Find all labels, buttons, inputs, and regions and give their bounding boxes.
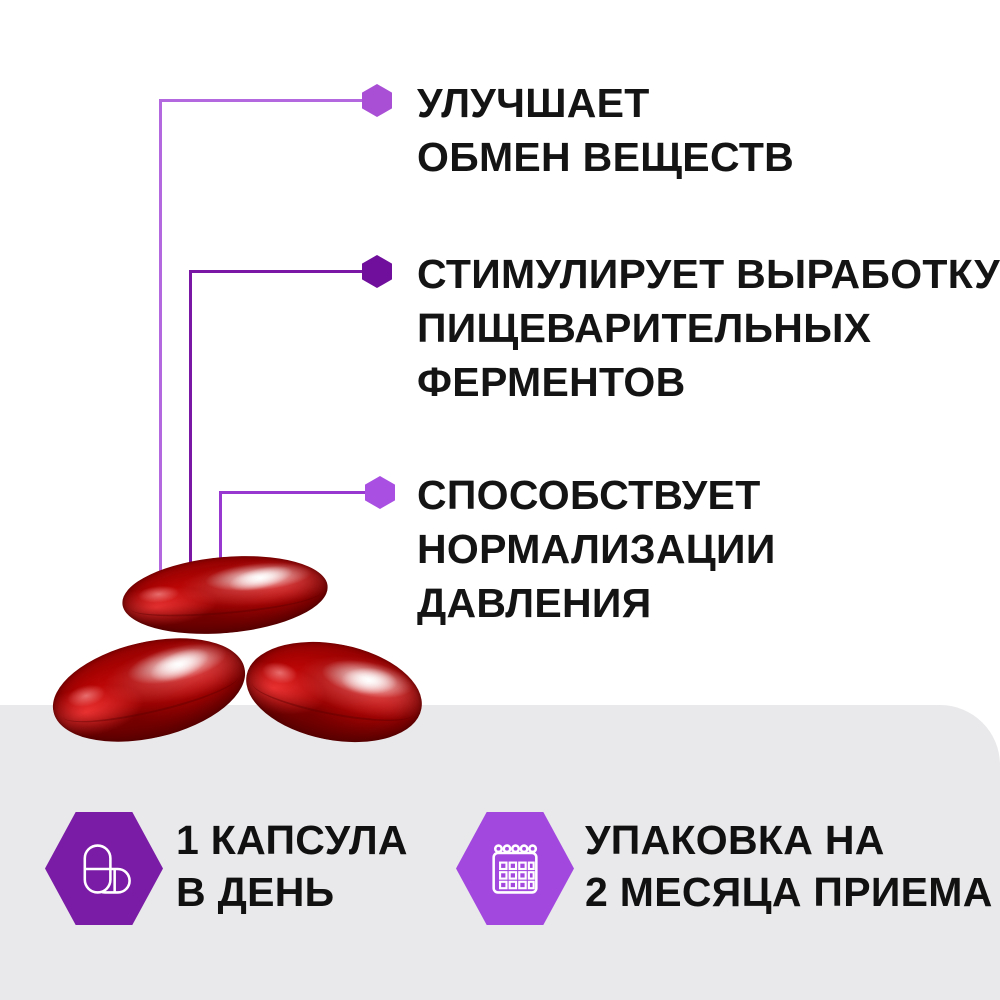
footer-1-line-2: В ДЕНЬ xyxy=(176,869,335,915)
connector-line-1-vertical xyxy=(159,99,162,577)
footer-2-line-2: 2 МЕСЯЦА ПРИЕМА xyxy=(585,869,993,915)
benefit-1-line-1: УЛУЧШАЕТ xyxy=(417,80,650,126)
benefit-1-line-2: ОБМЕН ВЕЩЕСТВ xyxy=(417,134,795,180)
benefit-2-line-3: ФЕРМЕНТОВ xyxy=(417,359,686,405)
connector-line-2-vertical xyxy=(189,270,192,568)
hexagon-bullet-icon-3 xyxy=(365,476,395,509)
benefit-3-line-3: ДАВЛЕНИЯ xyxy=(417,580,652,626)
connector-line-3-horizontal xyxy=(219,491,372,494)
benefit-2-line-1: СТИМУЛИРУЕТ ВЫРАБОТКУ xyxy=(417,251,1000,297)
connector-line-1-horizontal xyxy=(159,99,369,102)
benefit-2-line-2: ПИЩЕВАРИТЕЛЬНЫХ xyxy=(417,305,872,351)
capsule-icon xyxy=(83,843,131,894)
benefit-text-2: СТИМУЛИРУЕТ ВЫРАБОТКУ ПИЩЕВАРИТЕЛЬНЫХ ФЕ… xyxy=(417,247,1000,409)
benefit-text-1: УЛУЧШАЕТ ОБМЕН ВЕЩЕСТВ xyxy=(417,76,794,184)
hexagon-bullet-icon-2 xyxy=(362,255,392,288)
benefit-3-line-1: СПОСОБСТВУЕТ xyxy=(417,472,761,518)
footer-text-2: УПАКОВКА НА 2 МЕСЯЦА ПРИЕМА xyxy=(585,814,993,918)
benefit-text-3: СПОСОБСТВУЕТ НОРМАЛИЗАЦИИ ДАВЛЕНИЯ xyxy=(417,468,776,630)
hexagon-bullet-icon-1 xyxy=(362,84,392,117)
footer-1-line-1: 1 КАПСУЛА xyxy=(176,817,408,863)
red-capsule-top xyxy=(119,548,331,642)
connector-line-3-vertical xyxy=(219,491,222,571)
footer-text-1: 1 КАПСУЛА В ДЕНЬ xyxy=(176,814,408,918)
benefit-3-line-2: НОРМАЛИЗАЦИИ xyxy=(417,526,776,572)
connector-line-2-horizontal xyxy=(189,270,369,273)
footer-2-line-1: УПАКОВКА НА xyxy=(585,817,885,863)
calendar-icon xyxy=(492,843,538,894)
